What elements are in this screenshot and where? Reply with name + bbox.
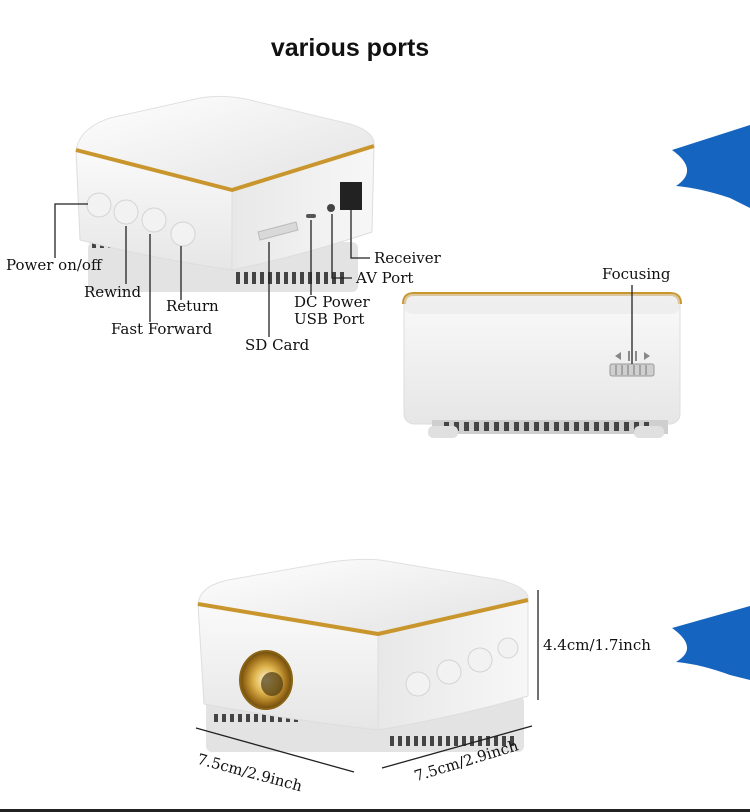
label-rewind: Rewind (84, 283, 142, 301)
label-focusing: Focusing (602, 265, 671, 283)
label-receiver: Receiver (374, 249, 441, 267)
page-title: various ports (270, 34, 430, 62)
projector-side-view (402, 292, 682, 438)
label-av-port: AV Port (356, 269, 414, 287)
label-power-on-off: Power on/off (6, 256, 102, 274)
label-usb-port: USB Port (294, 310, 365, 328)
dimension-height: 4.4cm/1.7inch (543, 636, 651, 654)
label-fast-forward: Fast Forward (111, 320, 213, 338)
bottom-divider (0, 809, 750, 812)
callout-lines (54, 203, 633, 773)
label-return: Return (166, 297, 219, 315)
label-dc-power: DC Power (294, 293, 370, 311)
label-sd-card: SD Card (245, 336, 310, 354)
blue-arrow-shape-top (672, 125, 750, 208)
blue-arrow-shape-bottom (672, 606, 750, 680)
projector-dimension-view (197, 558, 529, 752)
projector-ports-view (75, 95, 375, 292)
